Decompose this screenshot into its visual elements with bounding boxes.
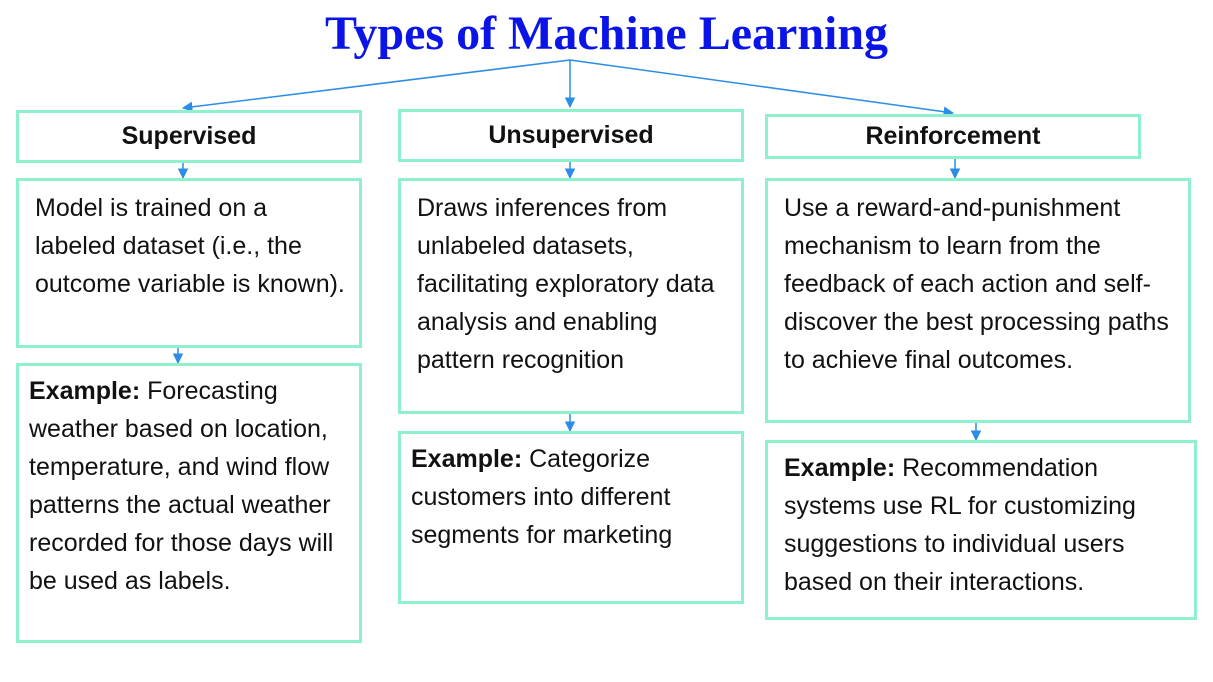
unsupervised-heading: Unsupervised [488, 121, 654, 149]
unsupervised-example-label: Example: [411, 445, 523, 473]
unsupervised-example-box: Example: Categorize customers into diffe… [398, 431, 744, 604]
reinforcement-example-text: Recommendation systems use RL for custom… [784, 454, 1136, 596]
reinforcement-heading-box: Reinforcement [765, 114, 1141, 159]
supervised-heading: Supervised [121, 122, 257, 150]
supervised-description: Model is trained on a labeled dataset (i… [35, 194, 345, 298]
arrow-title-to-supervised [181, 59, 571, 113]
reinforcement-example-label: Example: [784, 454, 896, 482]
reinforcement-example-box: Example: Recommendation systems use RL f… [765, 440, 1197, 620]
arrow-title-to-reinforcement [569, 59, 955, 117]
unsupervised-description: Draws inferences from unlabeled datasets… [417, 194, 715, 374]
diagram-title: Types of Machine Learning [324, 7, 889, 60]
supervised-example-text: Forecasting weather based on location, t… [29, 377, 334, 595]
unsupervised-heading-box: Unsupervised [398, 109, 744, 162]
reinforcement-heading: Reinforcement [865, 122, 1041, 150]
supervised-heading-box: Supervised [16, 110, 362, 163]
unsupervised-example-text: Categorize customers into different segm… [411, 445, 673, 549]
reinforcement-description: Use a reward-and-punishment mechanism to… [784, 194, 1169, 374]
unsupervised-description-box: Draws inferences from unlabeled datasets… [398, 178, 744, 414]
supervised-description-box: Model is trained on a labeled dataset (i… [16, 178, 362, 348]
supervised-example-label: Example: [29, 377, 141, 405]
reinforcement-description-box: Use a reward-and-punishment mechanism to… [765, 178, 1191, 423]
supervised-example-box: Example: Forecasting weather based on lo… [16, 363, 362, 643]
